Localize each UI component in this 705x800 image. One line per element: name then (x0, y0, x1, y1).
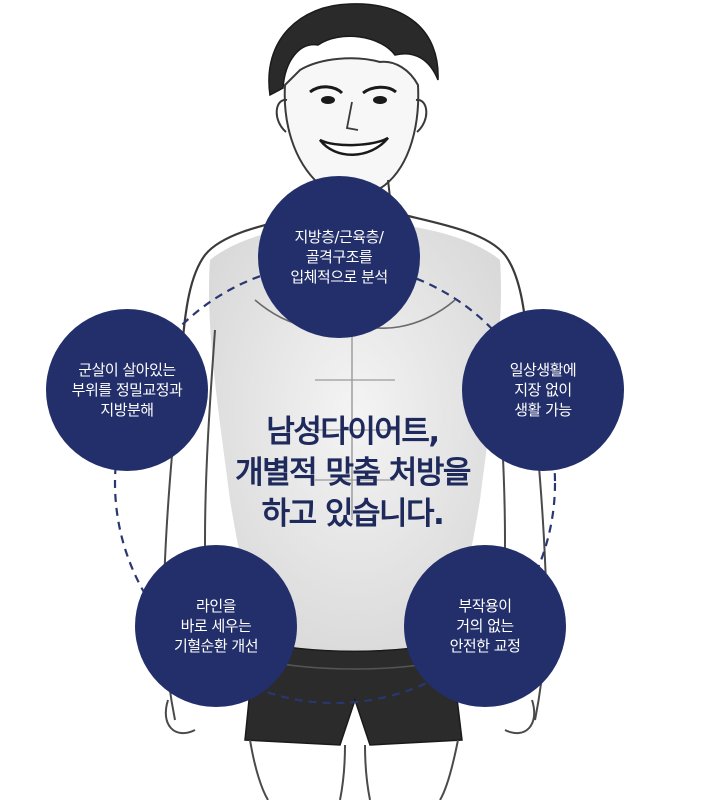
feature-bubble-fat-reduction: 군살이 살아있는 부위를 정밀교정과 지방분해 (46, 309, 208, 471)
feature-bubble-circulation: 라인을 바로 세우는 기혈순환 개선 (135, 545, 297, 707)
feature-bubble-daily-life: 일상생활에 지장 없이 생활 가능 (462, 309, 624, 471)
feature-bubble-analysis: 지방층/근육층/ 골격구조를 입체적으로 분석 (258, 176, 420, 338)
feature-bubble-text: 군살이 살아있는 부위를 정밀교정과 지방분해 (71, 361, 183, 419)
feature-bubble-text: 일상생활에 지장 없이 생활 가능 (509, 361, 577, 419)
feature-bubble-safety: 부작용이 거의 없는 안전한 교정 (404, 545, 566, 707)
feature-bubble-text: 라인을 바로 세우는 기혈순환 개선 (173, 597, 259, 655)
headline: 남성다이어트, 개별적 맞춤 처방을 하고 있습니다. (235, 414, 471, 532)
feature-bubble-text: 지방층/근육층/ 골격구조를 입체적으로 분석 (290, 228, 388, 286)
feature-bubble-text: 부작용이 거의 없는 안전한 교정 (449, 597, 521, 655)
